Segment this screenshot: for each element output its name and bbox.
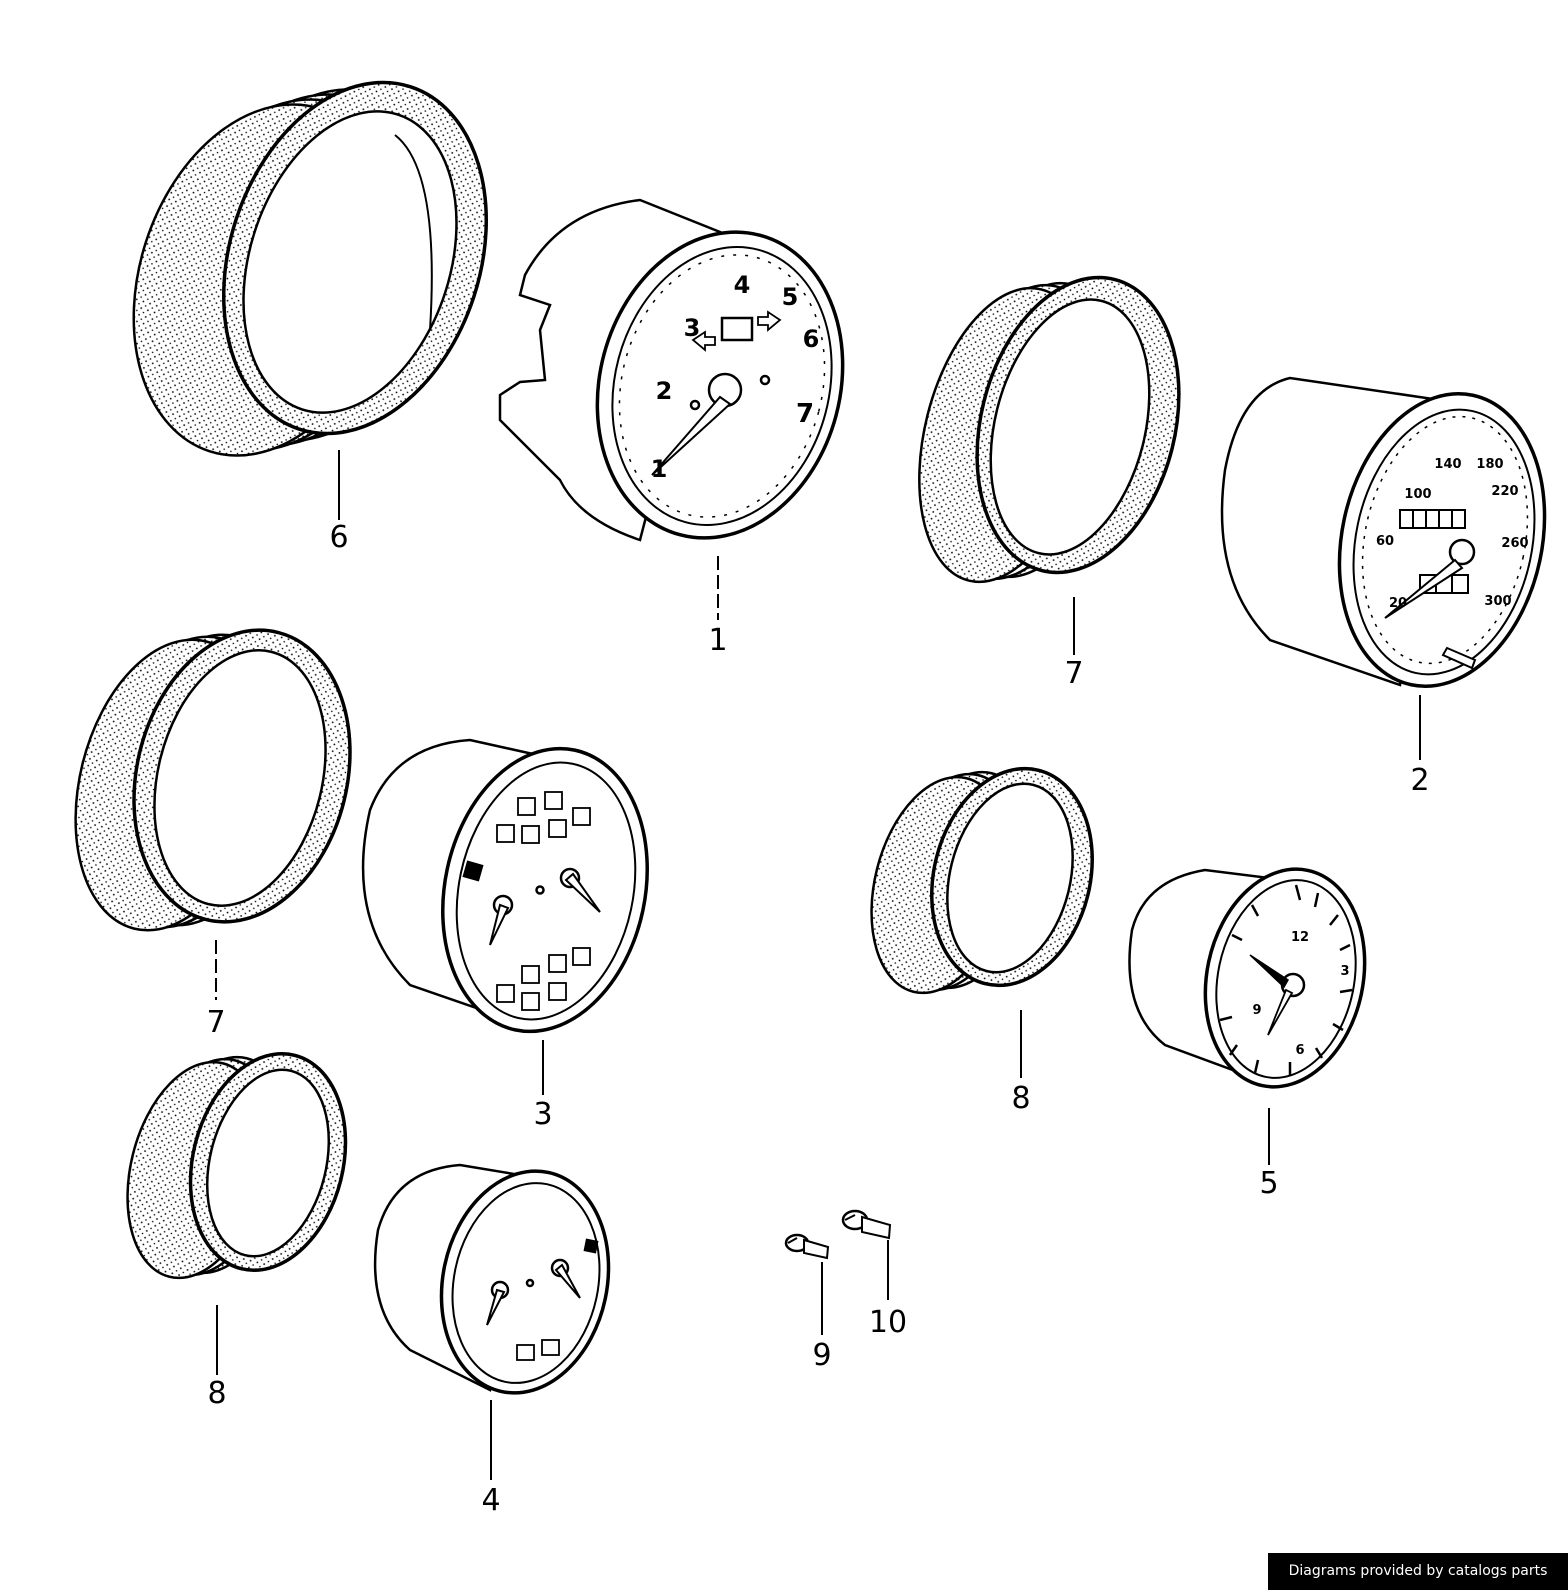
- speedo-number-100: 100: [1404, 487, 1431, 502]
- speedo-number-60: 60: [1376, 534, 1394, 549]
- tach-number-3: 3: [684, 314, 701, 342]
- speedo-number-180: 180: [1476, 457, 1503, 472]
- speedo-number-300: 300: [1484, 594, 1511, 609]
- speedo-number-140: 140: [1434, 457, 1461, 472]
- bulb-large[interactable]: [841, 1209, 892, 1240]
- clock-number-6: 6: [1295, 1043, 1304, 1058]
- callout-8-left: 8: [207, 1376, 226, 1411]
- trim-ring-bottom-left[interactable]: [106, 1037, 367, 1292]
- tach-number-6: 6: [803, 325, 820, 353]
- leader-lines: [215, 450, 1421, 1480]
- speedo-number-260: 260: [1501, 536, 1528, 551]
- tach-number-7: 7: [796, 399, 814, 429]
- clock[interactable]: [1128, 854, 1384, 1102]
- clock-number-12: 12: [1291, 930, 1309, 945]
- callout-3: 3: [533, 1097, 552, 1132]
- callout-5: 5: [1259, 1166, 1278, 1201]
- bulb-small[interactable]: [784, 1233, 830, 1260]
- speedometer[interactable]: [1220, 374, 1568, 705]
- callout-6: 6: [329, 520, 348, 555]
- callout-10: 10: [869, 1305, 907, 1340]
- callout-4: 4: [481, 1483, 500, 1518]
- trim-ring-large[interactable]: [90, 48, 529, 490]
- credit-banner: Diagrams provided by catalogs parts: [1268, 1553, 1568, 1590]
- callout-8-right: 8: [1011, 1081, 1030, 1116]
- callout-2: 2: [1410, 763, 1429, 798]
- tachometer[interactable]: [498, 198, 876, 566]
- callout-1: 1: [708, 623, 727, 658]
- callout-7-top: 7: [1064, 656, 1083, 691]
- tach-number-5: 5: [782, 283, 799, 311]
- dual-gauge-oil[interactable]: [373, 1155, 628, 1408]
- callout-7-middle: 7: [206, 1005, 225, 1040]
- tach-number-1: 1: [651, 455, 668, 483]
- speedo-number-20: 20: [1389, 596, 1407, 611]
- speedo-number-220: 220: [1491, 484, 1518, 499]
- combination-gauge-oil[interactable]: [361, 729, 672, 1050]
- clock-number-3: 3: [1340, 964, 1349, 979]
- trim-ring-middle-right[interactable]: [850, 751, 1114, 1007]
- tach-number-2: 2: [656, 377, 673, 405]
- clock-number-9: 9: [1252, 1003, 1261, 1018]
- callout-9: 9: [812, 1338, 831, 1373]
- trim-ring-middle-left[interactable]: [47, 607, 380, 950]
- tach-number-4: 4: [734, 271, 751, 299]
- trim-ring-top-right[interactable]: [891, 256, 1208, 600]
